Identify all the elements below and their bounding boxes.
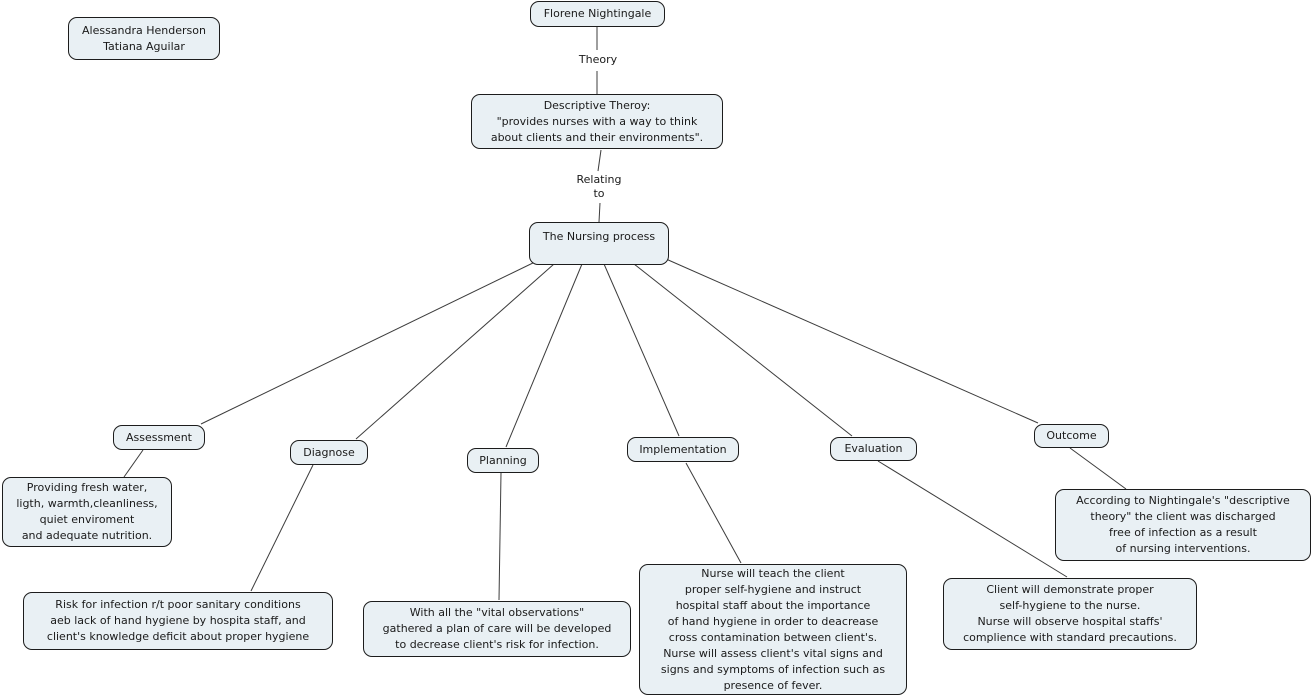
edge-hub-to-evaluation [633, 263, 853, 437]
edge-hub-to-planning [505, 263, 583, 448]
edge-diagnose-to-detail [250, 464, 314, 592]
edge-relating-label-to-hub [598, 202, 601, 223]
authors-box: Alessandra Henderson Tatiana Aguilar [68, 17, 220, 60]
node-outcome: Outcome [1034, 424, 1109, 448]
link-label-relating-to: Relating to [576, 173, 622, 200]
edge-hub-to-implementation [603, 263, 680, 437]
node-florene-nightingale: Florene Nightingale [530, 1, 665, 27]
edge-outcome-to-detail [1069, 447, 1127, 490]
edge-evaluation-to-detail [877, 460, 1068, 578]
node-descriptive-theory: Descriptive Theroy: "provides nurses wit… [471, 94, 723, 149]
link-label-theory: Theory [578, 53, 618, 66]
edge-hub-to-assessment [200, 260, 538, 425]
edge-assessment-to-detail [123, 449, 144, 478]
edge-descriptive-to-relating-label [597, 149, 602, 172]
node-planning: Planning [467, 448, 539, 473]
edge-hub-to-diagnose [355, 263, 555, 440]
edge-planning-to-detail [498, 472, 502, 601]
node-nursing-process: The Nursing process [529, 222, 669, 265]
node-implementation-detail: Nurse will teach the client proper self-… [639, 564, 907, 695]
node-diagnose: Diagnose [290, 440, 368, 465]
node-evaluation: Evaluation [830, 437, 917, 461]
node-evaluation-detail: Client will demonstrate proper self-hygi… [943, 578, 1197, 650]
node-implementation: Implementation [627, 437, 739, 462]
node-assessment-detail: Providing fresh water, ligth, warmth,cle… [2, 477, 172, 547]
edge-implementation-to-detail [685, 462, 742, 564]
node-planning-detail: With all the "vital observations" gather… [363, 601, 631, 657]
node-assessment: Assessment [113, 425, 205, 450]
node-diagnose-detail: Risk for infection r/t poor sanitary con… [23, 592, 333, 650]
edge-hub-to-outcome [665, 258, 1039, 424]
node-outcome-detail: According to Nightingale's "descriptive … [1055, 489, 1311, 561]
